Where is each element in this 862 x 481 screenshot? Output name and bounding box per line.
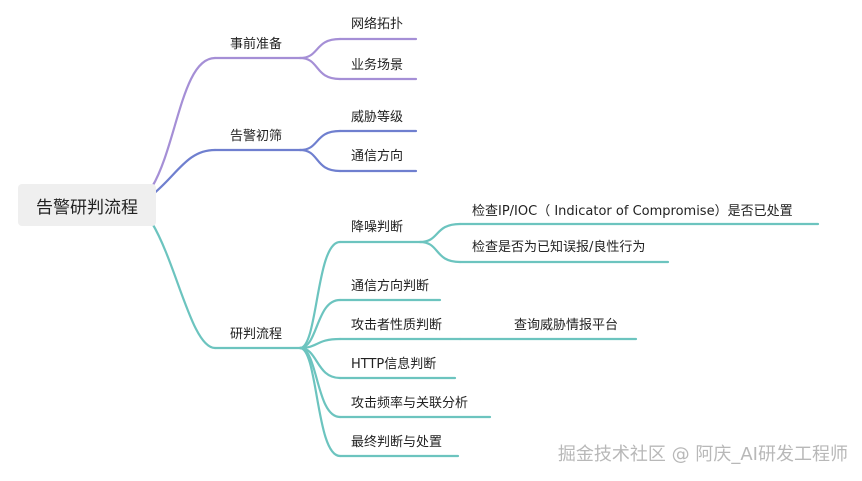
edge-root-analysis <box>150 221 217 350</box>
root-node-label: 告警研判流程 <box>36 197 138 218</box>
node-threat-level-label[interactable]: 威胁等级 <box>351 110 404 125</box>
node-comm-dir-label[interactable]: 通信方向判断 <box>351 279 430 294</box>
edge-noise-false-positive <box>418 240 462 264</box>
edge-analysis-noise <box>298 240 342 350</box>
watermark: 掘金技术社区 @ 阿庆_AI研发工程师 <box>557 444 848 465</box>
node-intel-label[interactable]: 查询威胁情报平台 <box>514 318 619 333</box>
edge-prep-business <box>298 56 342 81</box>
node-frequency-label[interactable]: 攻击频率与关联分析 <box>351 396 469 411</box>
root-node[interactable]: 告警研判流程 <box>18 184 156 226</box>
node-final-label[interactable]: 最终判断与处置 <box>351 435 443 450</box>
edge-root-prep <box>150 56 217 189</box>
node-direction-label[interactable]: 通信方向 <box>351 149 404 164</box>
node-http-label[interactable]: HTTP信息判断 <box>351 357 437 372</box>
branch-prep-label[interactable]: 事前准备 <box>230 37 283 52</box>
node-noise-label[interactable]: 降噪判断 <box>351 220 404 235</box>
edge-screen-direction <box>298 148 342 173</box>
edge-root-screen <box>150 148 217 197</box>
branch-analysis-label[interactable]: 研判流程 <box>230 327 283 342</box>
node-topology-label[interactable]: 网络拓扑 <box>351 17 404 32</box>
edge-analysis-final <box>298 346 342 458</box>
node-ioc-check-label[interactable]: 检查IP/IOC（ Indicator of Compromise）是否已处置 <box>472 204 793 219</box>
node-false-positive-label[interactable]: 检查是否为已知误报/良性行为 <box>472 240 646 255</box>
branch-screen-label[interactable]: 告警初筛 <box>230 129 283 144</box>
node-attacker-label[interactable]: 攻击者性质判断 <box>351 318 443 333</box>
node-business-label[interactable]: 业务场景 <box>351 58 404 73</box>
